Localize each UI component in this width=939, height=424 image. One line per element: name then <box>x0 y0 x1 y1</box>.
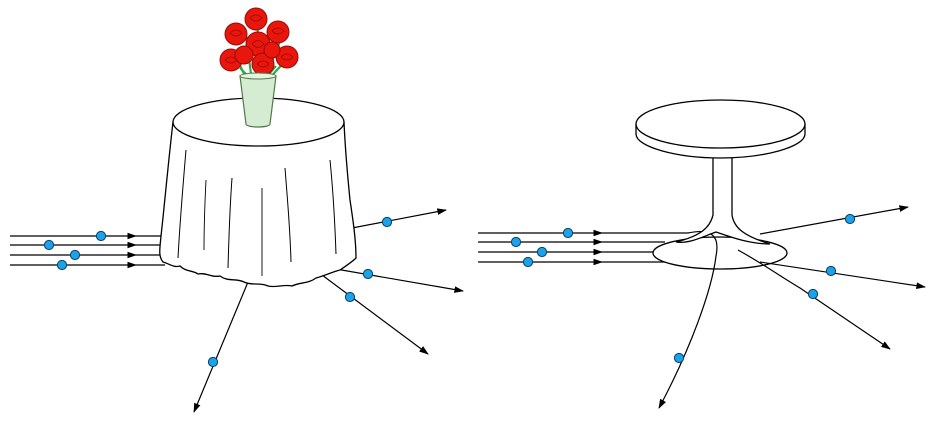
cloth-fold-4 <box>329 159 337 255</box>
particle <box>825 265 837 277</box>
right-scatter-down-right <box>737 249 891 350</box>
particle <box>536 246 548 258</box>
particle <box>510 236 522 248</box>
cloth-fold-1 <box>177 149 187 259</box>
left-particles <box>43 216 393 368</box>
particle <box>207 356 219 368</box>
tablecloth-drape <box>159 121 357 288</box>
particle <box>362 268 374 280</box>
vase-with-roses <box>219 7 299 128</box>
particle <box>807 288 819 300</box>
left-incoming-beam <box>10 232 165 269</box>
left-scatter-down <box>193 281 249 413</box>
particle <box>43 239 55 251</box>
tablecloth <box>159 97 357 288</box>
particle <box>56 259 68 271</box>
particle <box>562 227 574 239</box>
right-scatter-right <box>759 261 926 290</box>
table-stem <box>675 147 771 245</box>
left-scatter-up-right <box>351 208 447 229</box>
left-scattered-beams <box>193 208 464 413</box>
particle <box>95 230 107 242</box>
particle <box>381 216 393 228</box>
left-scatter-right <box>329 267 464 293</box>
particle <box>673 352 685 364</box>
particle <box>844 213 856 225</box>
cloth-fold-5 <box>203 179 207 251</box>
vase-rim <box>239 72 277 80</box>
cloth-fold-3 <box>284 167 292 263</box>
left-scatter-down-right <box>317 271 429 355</box>
vase <box>239 75 277 128</box>
particle <box>344 291 356 303</box>
right-particles <box>510 213 856 364</box>
table-foot <box>652 236 788 270</box>
pedestal-base <box>652 236 788 270</box>
roses <box>219 7 299 76</box>
right-scatter-up-right <box>759 205 909 235</box>
pedestal-table <box>635 99 806 245</box>
cloth-fold-2 <box>227 177 233 269</box>
particle <box>522 256 534 268</box>
bare-table-top <box>635 99 806 149</box>
right-panel <box>478 99 926 409</box>
left-panel <box>10 7 464 413</box>
particle <box>69 249 81 261</box>
